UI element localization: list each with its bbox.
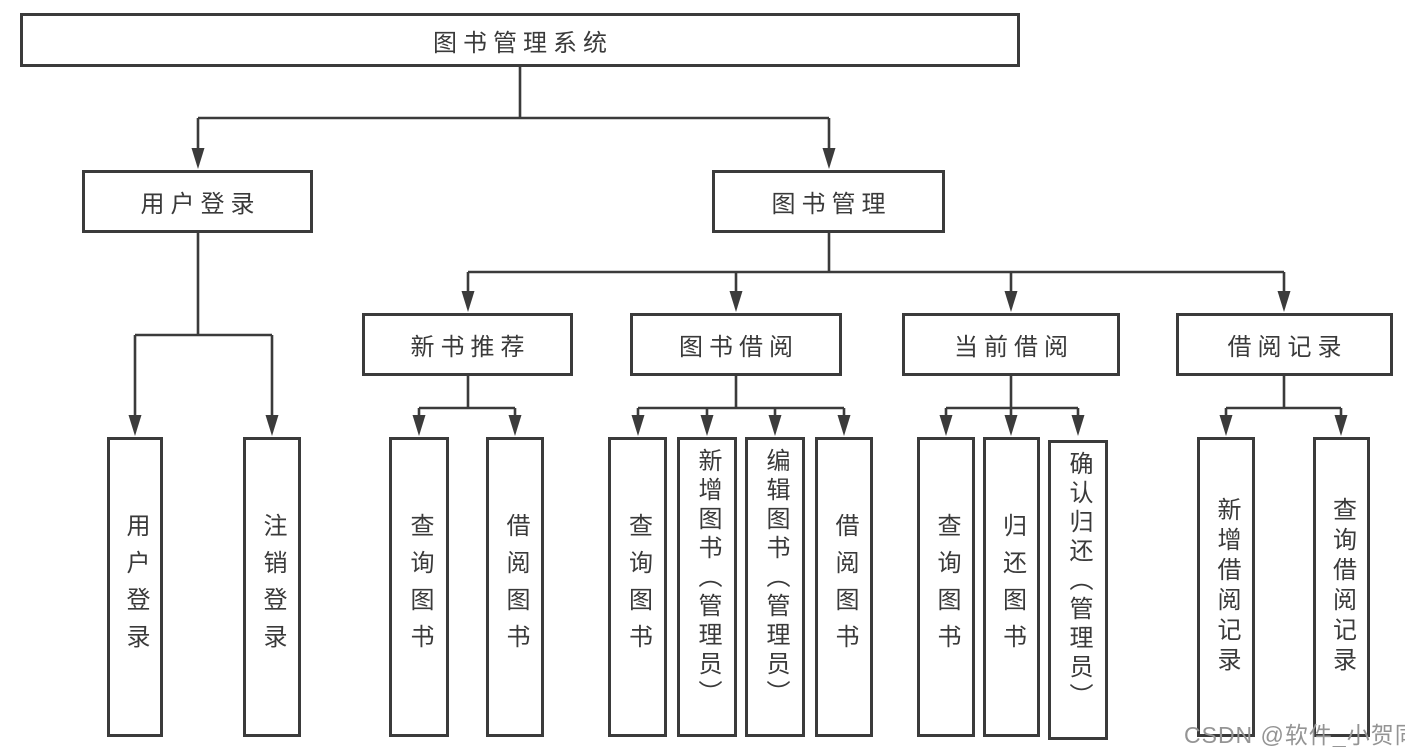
arrow-icon xyxy=(837,415,851,436)
leaf-add-book-admin: 新增图书（管理员） xyxy=(677,437,737,737)
leaf-edit-book-admin: 编辑图书（管理员） xyxy=(745,437,805,737)
leaf-add-borrow-record: 新增借阅记录 xyxy=(1197,437,1255,737)
arrow-icon xyxy=(822,148,836,169)
leaf-query-books-current: 查询图书 xyxy=(917,437,975,737)
leaf-label: 查询图书 xyxy=(624,513,652,661)
node-book-borrowing: 图书借阅 xyxy=(630,313,842,376)
node-current-borrowing: 当前借阅 xyxy=(902,313,1120,376)
leaf-label: 编辑图书（管理员） xyxy=(762,448,789,709)
leaf-query-books-borrowing: 查询图书 xyxy=(608,437,667,737)
leaf-label: 查询图书 xyxy=(406,513,433,661)
node-book-management: 图书管理 xyxy=(712,170,945,233)
arrow-icon xyxy=(1004,415,1018,436)
arrow-icon xyxy=(461,291,475,312)
leaf-label: 查询图书 xyxy=(933,513,960,661)
leaf-return-books: 归还图书 xyxy=(983,437,1040,737)
leaf-confirm-return-admin: 确认归还（管理员） xyxy=(1048,440,1108,740)
node-user-login: 用户登录 xyxy=(82,170,313,233)
leaf-query-books-recommend: 查询图书 xyxy=(389,437,449,737)
leaf-label: 借阅图书 xyxy=(502,513,529,661)
leaf-label: 注销登录 xyxy=(259,513,286,661)
leaf-label: 查询借阅记录 xyxy=(1328,497,1356,677)
leaf-borrow-books-borrowing: 借阅图书 xyxy=(815,437,873,737)
leaf-label: 确认归还（管理员） xyxy=(1065,451,1092,712)
arrowheads xyxy=(128,148,1348,436)
leaf-user-login: 用户登录 xyxy=(107,437,163,737)
leaf-label: 归还图书 xyxy=(998,513,1026,661)
leaf-label: 新增借阅记录 xyxy=(1213,497,1240,677)
arrow-icon xyxy=(700,415,714,436)
leaf-label: 用户登录 xyxy=(122,513,149,661)
arrow-icon xyxy=(412,415,426,436)
node-borrowing-records: 借阅记录 xyxy=(1176,313,1393,376)
leaf-label: 新增图书（管理员） xyxy=(694,448,721,709)
arrow-icon xyxy=(128,415,142,436)
leaf-label: 借阅图书 xyxy=(831,513,858,661)
arrow-icon xyxy=(1071,415,1085,436)
node-system-root: 图书管理系统 xyxy=(20,13,1020,67)
arrow-icon xyxy=(1277,291,1291,312)
leaf-borrow-books-recommend: 借阅图书 xyxy=(486,437,544,737)
arrow-icon xyxy=(1004,291,1018,312)
arrow-icon xyxy=(939,415,953,436)
arrow-icon xyxy=(1219,415,1233,436)
node-new-book-recommend: 新书推荐 xyxy=(362,313,573,376)
arrow-icon xyxy=(1334,415,1348,436)
leaf-logout: 注销登录 xyxy=(243,437,301,737)
arrow-icon xyxy=(191,148,205,169)
watermark: CSDN @软件_小贺同学 xyxy=(1184,722,1405,747)
arrow-icon xyxy=(265,415,279,436)
arrow-icon xyxy=(508,415,522,436)
arrow-icon xyxy=(768,415,782,436)
leaf-query-borrow-record: 查询借阅记录 xyxy=(1313,437,1370,737)
arrow-icon xyxy=(729,291,743,312)
arrow-icon xyxy=(631,415,645,436)
